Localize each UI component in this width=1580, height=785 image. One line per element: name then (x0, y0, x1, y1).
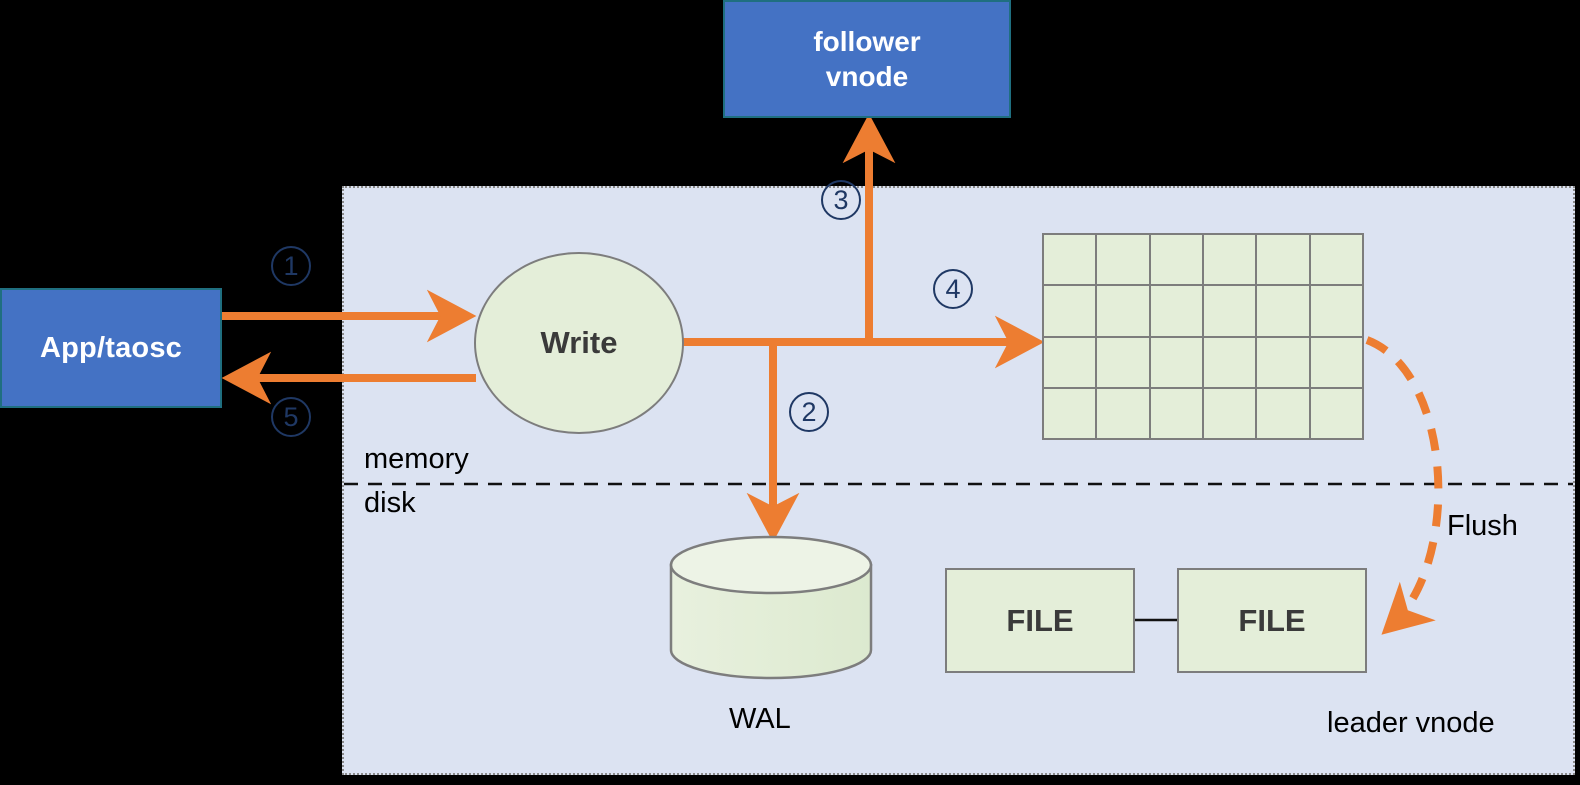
memory-table-cell (1257, 337, 1309, 387)
wal-cylinder-shape (669, 535, 873, 680)
leader-vnode-label: leader vnode (1327, 707, 1495, 739)
file-node-1[interactable]: FILE (945, 568, 1135, 673)
memory-table-cell (1310, 286, 1362, 336)
memory-table-cell (1150, 388, 1202, 438)
file-node-1-label: FILE (1006, 602, 1074, 638)
step-number-5: 5 (271, 397, 311, 437)
memory-table-cell (1044, 388, 1096, 438)
memory-table-cell (1044, 235, 1096, 285)
memory-table-cell (1310, 337, 1362, 387)
memory-table-cell (1097, 286, 1149, 336)
memory-table-cell (1150, 286, 1202, 336)
memory-table-cell (1044, 337, 1096, 387)
memory-table-cell (1097, 337, 1149, 387)
memory-table-cell (1257, 286, 1309, 336)
memory-table-cell (1203, 337, 1256, 387)
memory-label: memory (364, 443, 469, 475)
memory-table-cell (1203, 286, 1256, 336)
flush-label: Flush (1447, 510, 1518, 542)
memory-table-cell (1150, 337, 1202, 387)
step-number-4: 4 (933, 269, 973, 309)
memory-table-cell (1097, 388, 1149, 438)
arrow-flush-curve (1365, 336, 1443, 635)
disk-label: disk (364, 487, 416, 519)
file-node-2[interactable]: FILE (1177, 568, 1367, 673)
memory-table-cell (1310, 388, 1362, 438)
memory-table-cell (1203, 235, 1256, 285)
step-number-1: 1 (271, 246, 311, 286)
wal-label: WAL (729, 703, 791, 735)
memory-table-cell (1097, 235, 1149, 285)
memory-table-cell (1044, 286, 1096, 336)
memory-table-grid[interactable] (1042, 233, 1364, 440)
memory-table-cell (1257, 235, 1309, 285)
memory-table-cell (1310, 235, 1362, 285)
file-node-2-label: FILE (1238, 602, 1306, 638)
step-number-3: 3 (821, 180, 861, 220)
memory-table-cell (1203, 388, 1256, 438)
step-number-2: 2 (789, 392, 829, 432)
memory-table-cell (1257, 388, 1309, 438)
memory-table-cell (1150, 235, 1202, 285)
